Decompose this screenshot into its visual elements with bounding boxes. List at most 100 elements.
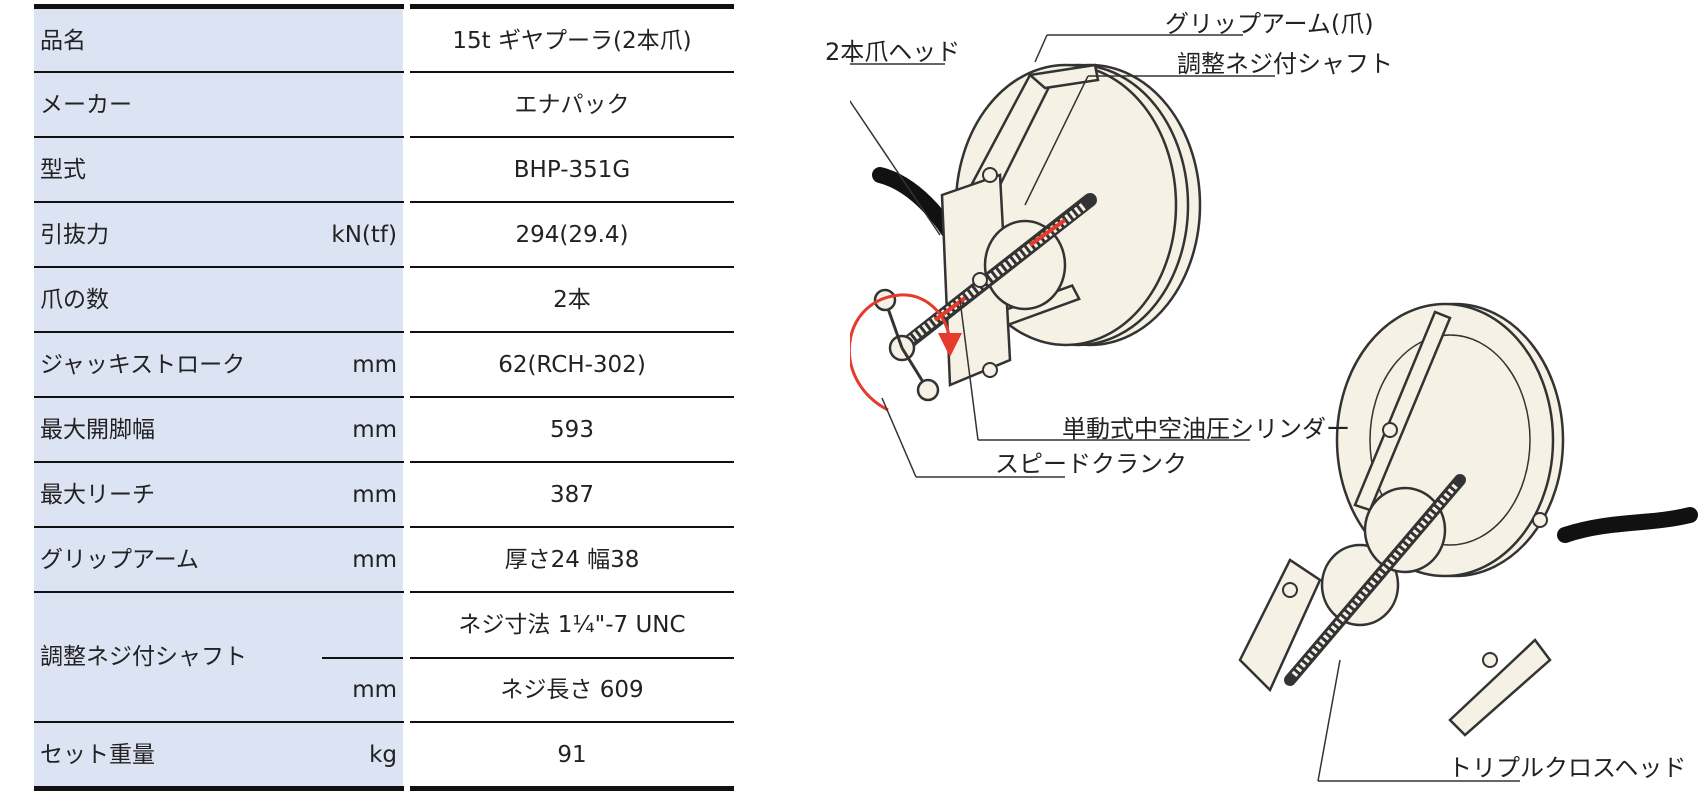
row-value: 15t ギヤプーラ(2本爪) (452, 28, 692, 54)
triple-cross-puller-illustration (1238, 302, 1698, 737)
table-row: 爪の数 2本 (34, 268, 734, 331)
row-label-cell: ジャッキストローク mm (34, 333, 403, 396)
row-divider (34, 721, 404, 723)
leader-hollow-cylinder-pointer (959, 299, 979, 441)
row-value: エナパック (514, 92, 630, 118)
row-unit: mm (352, 482, 397, 508)
row-label-cell: 最大リーチ mm (34, 463, 403, 526)
callout-hollow-cylinder: 単動式中空油圧シリンダー (1062, 415, 1350, 443)
row-value: BHP-351G (513, 157, 631, 183)
bolt (972, 272, 988, 288)
row-label: メーカー (40, 92, 132, 118)
table-row: 品名 15t ギヤプーラ(2本爪) (34, 9, 734, 71)
callout-speed-crank: スピードクランク (995, 450, 1187, 478)
leader-speed-crank-pointer (881, 397, 917, 478)
unit-divider (322, 657, 403, 659)
row-value: 294(29.4) (515, 222, 629, 248)
row-value: 厚さ24 幅38 (504, 547, 640, 573)
upper-claw (1027, 63, 1100, 90)
table-top-border-right (410, 4, 734, 9)
row-unit: kg (369, 742, 397, 768)
row-value: 62(RCH-302) (498, 352, 646, 378)
callout-two-claw-head: 2本爪ヘッド (825, 38, 961, 66)
row-divider (34, 526, 404, 528)
gear-wheel-inner-ring (1369, 334, 1531, 546)
shaft-red-mark-back (1028, 218, 1067, 247)
table-row: 調整ネジ付シャフト mm ネジ寸法 1¼"-7 UNC ネジ長さ 609 (34, 593, 734, 721)
row-divider (410, 657, 734, 659)
row-unit: mm (352, 547, 397, 573)
row-divider (34, 591, 404, 593)
bolt (1382, 422, 1398, 438)
row-value: 593 (550, 417, 594, 443)
row-divider (34, 266, 404, 268)
row-value: 387 (550, 482, 594, 508)
row-label: 品名 (40, 28, 86, 54)
callout-adjust-shaft: 調整ネジ付シャフト (1177, 50, 1393, 78)
bolt (1482, 652, 1498, 668)
callout-triple-cross-head: トリプルクロスヘッド (1448, 754, 1687, 782)
table-bottom-border (410, 786, 734, 791)
row-divider (410, 71, 734, 73)
row-value-secondary: ネジ長さ 609 (500, 677, 644, 703)
row-label-cell: グリップアーム mm (34, 528, 403, 591)
row-divider (34, 331, 404, 333)
row-label: 引抜力 (40, 222, 109, 248)
row-divider (410, 201, 734, 203)
row-divider (410, 721, 734, 723)
bolt (982, 362, 998, 378)
row-unit: mm (352, 352, 397, 378)
rotation-arrow-icon (847, 293, 962, 412)
row-unit: mm (352, 677, 397, 703)
row-label-cell: メーカー (34, 73, 403, 136)
table-row: 引抜力 kN(tf) 294(29.4) (34, 203, 734, 266)
row-label: ジャッキストローク (40, 352, 246, 378)
row-label: セット重量 (40, 742, 155, 768)
diagram-canvas (824, 34, 1698, 782)
hydraulic-cylinder (1363, 486, 1447, 574)
row-value: 91 (557, 742, 587, 768)
crank-knob-upper (873, 288, 897, 312)
table-row: 型式 BHP-351G (34, 138, 734, 201)
row-divider (410, 526, 734, 528)
row-label: 型式 (40, 157, 86, 183)
table-row: グリップアーム mm 厚さ24 幅38 (34, 528, 734, 591)
row-divider (410, 266, 734, 268)
table-row: 最大リーチ mm 387 (34, 463, 734, 526)
row-value: 2本 (553, 287, 591, 313)
row-label-cell: 最大開脚幅 mm (34, 398, 403, 461)
table-row: 最大開脚幅 mm 593 (34, 398, 734, 461)
row-divider (34, 461, 404, 463)
row-label-cell: 品名 (34, 9, 403, 71)
row-divider (410, 461, 734, 463)
row-label-cell: 型式 (34, 138, 403, 201)
table-row: ジャッキストローク mm 62(RCH-302) (34, 333, 734, 396)
grip-arm (1238, 558, 1322, 693)
row-divider (34, 71, 404, 73)
table-row: メーカー エナパック (34, 73, 734, 136)
table-top-border-left (34, 4, 404, 9)
row-label-cell: 引抜力 kN(tf) (34, 203, 403, 266)
leader-grip-arm-pointer (1034, 34, 1048, 63)
bolt (982, 167, 998, 183)
row-label: 最大開脚幅 (40, 417, 155, 443)
row-value: ネジ寸法 1¼"-7 UNC (458, 612, 686, 638)
row-divider (410, 591, 734, 593)
row-label-cell: 調整ネジ付シャフト mm (34, 593, 403, 721)
row-divider (410, 396, 734, 398)
row-divider (410, 331, 734, 333)
row-divider (34, 136, 404, 138)
table-bottom-border (34, 786, 404, 791)
row-label: グリップアーム (40, 547, 199, 573)
row-label-cell: セット重量 kg (34, 723, 403, 786)
row-unit: mm (352, 417, 397, 443)
crank-knob-lower (916, 378, 940, 402)
grip-arm (1353, 310, 1452, 512)
row-label: 調整ネジ付シャフト (40, 644, 247, 670)
row-label: 最大リーチ (40, 482, 155, 508)
table-row: セット重量 kg 91 (34, 723, 734, 786)
row-divider (410, 136, 734, 138)
row-divider (34, 201, 404, 203)
triple-cross-head (1320, 543, 1400, 627)
callout-grip-arm: グリップアーム(爪) (1165, 10, 1374, 38)
